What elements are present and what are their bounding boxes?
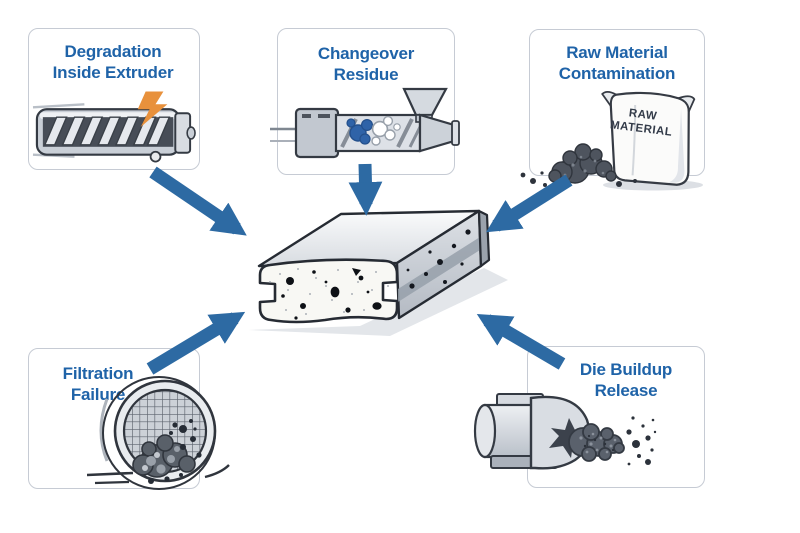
raw-material-bag-icon bbox=[520, 91, 703, 191]
contaminated-profile-illustration bbox=[248, 209, 508, 336]
profile-cross-section bbox=[258, 258, 399, 324]
nozzle bbox=[418, 113, 456, 153]
cross-section-contamination bbox=[281, 268, 382, 320]
hopper bbox=[402, 87, 448, 117]
filter-screen-icon bbox=[86, 376, 230, 490]
profile-end-cap bbox=[477, 209, 491, 268]
cross-section-speckles bbox=[269, 268, 389, 315]
box-title-changeover: Changeover Residue bbox=[317, 44, 415, 85]
die-buildup-icon bbox=[473, 393, 657, 470]
cause-box-rawmaterial: Raw Material Contamination bbox=[520, 29, 705, 191]
cause-box-changeover: Changeover Residue bbox=[270, 28, 460, 175]
side-contamination-dots bbox=[406, 229, 471, 289]
breakthrough-contamination bbox=[132, 419, 202, 484]
profile-shadow bbox=[248, 268, 508, 336]
screw-nub bbox=[149, 150, 162, 163]
buildup-release-mass bbox=[568, 423, 625, 462]
cause-box-filtration: Filtration Failure bbox=[28, 348, 230, 490]
cause-box-diebuildup: Die Buildup Release bbox=[473, 346, 705, 488]
box-title-rawmaterial: Raw Material Contamination bbox=[558, 43, 676, 84]
released-particles bbox=[626, 416, 657, 466]
cause-box-degradation: Degradation Inside Extruder bbox=[28, 28, 200, 170]
new-material-pellets bbox=[371, 115, 401, 146]
material-bag bbox=[601, 91, 696, 186]
box-title-degradation: Degradation Inside Extruder bbox=[52, 42, 174, 83]
changeover-extruder-icon bbox=[270, 87, 460, 159]
arrow-degradation-to-profile bbox=[149, 166, 247, 236]
heat-bolt-icon bbox=[137, 91, 168, 128]
extruder-screw-icon bbox=[32, 91, 196, 163]
box-title-filtration: Filtration Failure bbox=[62, 364, 134, 405]
box-title-diebuildup: Die Buildup Release bbox=[579, 360, 673, 401]
old-material-residue bbox=[346, 118, 373, 145]
profile-side-groove bbox=[398, 237, 480, 302]
